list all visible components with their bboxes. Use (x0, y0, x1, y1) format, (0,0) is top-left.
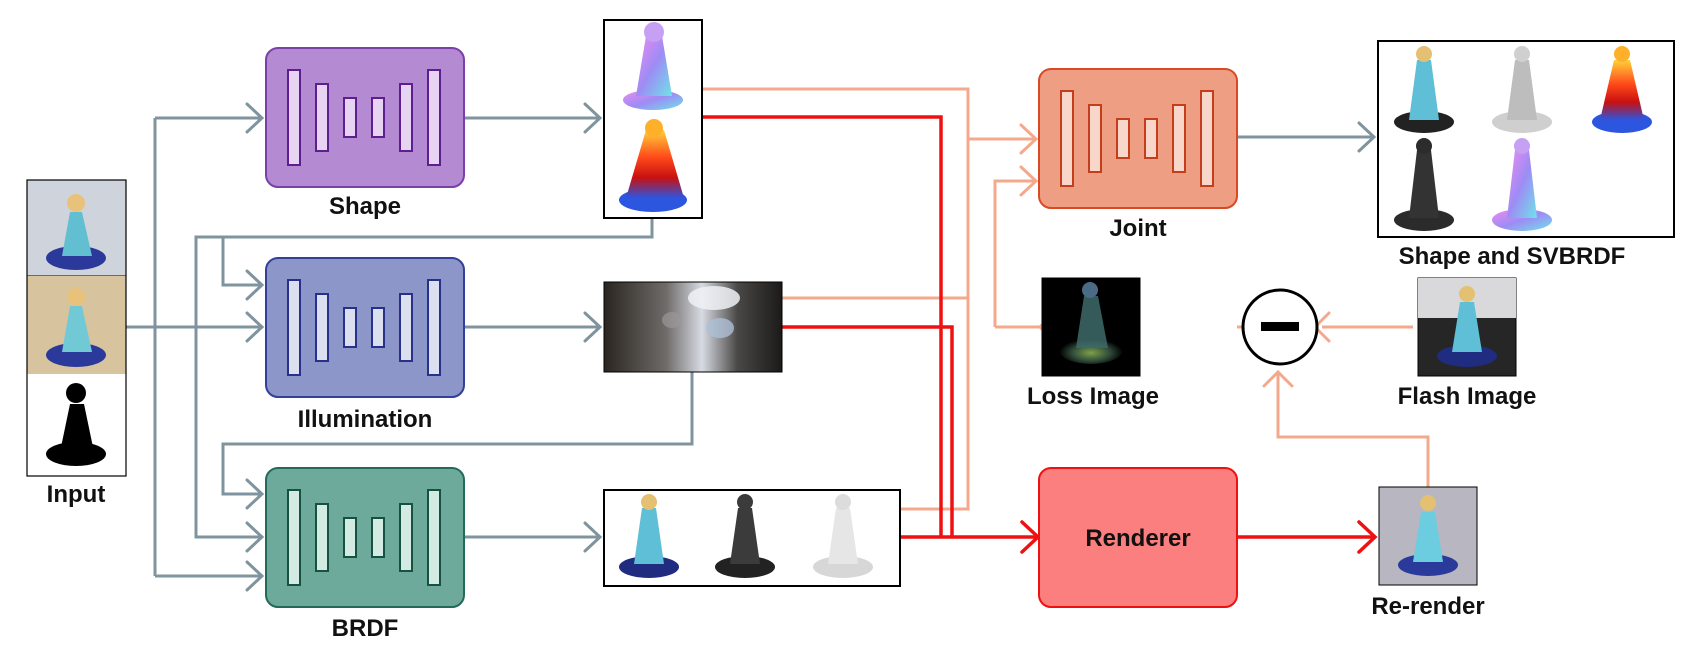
brdf-network-box (265, 467, 465, 608)
joint-label: Joint (1109, 215, 1166, 242)
illumination-network-box (265, 257, 465, 398)
flash-image (1417, 277, 1517, 377)
illumination-label: Illumination (298, 406, 433, 433)
shape-network-box (265, 47, 465, 188)
minus-circle-icon (1241, 288, 1319, 366)
peach-connectors (702, 87, 1430, 511)
gray-connectors (126, 116, 1372, 578)
red-connectors (702, 115, 1374, 539)
encoder-decoder-icon (287, 69, 441, 166)
renderer-box (1038, 467, 1238, 608)
renderer-label: Renderer (1085, 525, 1190, 552)
illumination-output-image (603, 281, 783, 373)
joint-network-box (1038, 68, 1238, 209)
encoder-decoder-icon (287, 489, 441, 586)
brdf-label: BRDF (332, 615, 399, 642)
shape-output-image (603, 19, 703, 219)
encoder-decoder-icon (1060, 90, 1214, 187)
rerender-image (1378, 486, 1478, 586)
loss-image-label: Loss Image (1027, 383, 1159, 410)
shape-svbrdf-output-image (1377, 40, 1675, 238)
input-image-strip (26, 179, 127, 477)
rerender-label: Re-render (1371, 593, 1484, 620)
flash-image-label: Flash Image (1398, 383, 1537, 410)
shape-label: Shape (329, 193, 401, 220)
gray-arrowheads (245, 102, 1377, 592)
shape-svbrdf-label: Shape and SVBRDF (1399, 243, 1626, 270)
brdf-output-image (603, 489, 901, 587)
loss-image (1041, 277, 1141, 377)
input-label: Input (47, 481, 106, 508)
encoder-decoder-icon (287, 279, 441, 376)
